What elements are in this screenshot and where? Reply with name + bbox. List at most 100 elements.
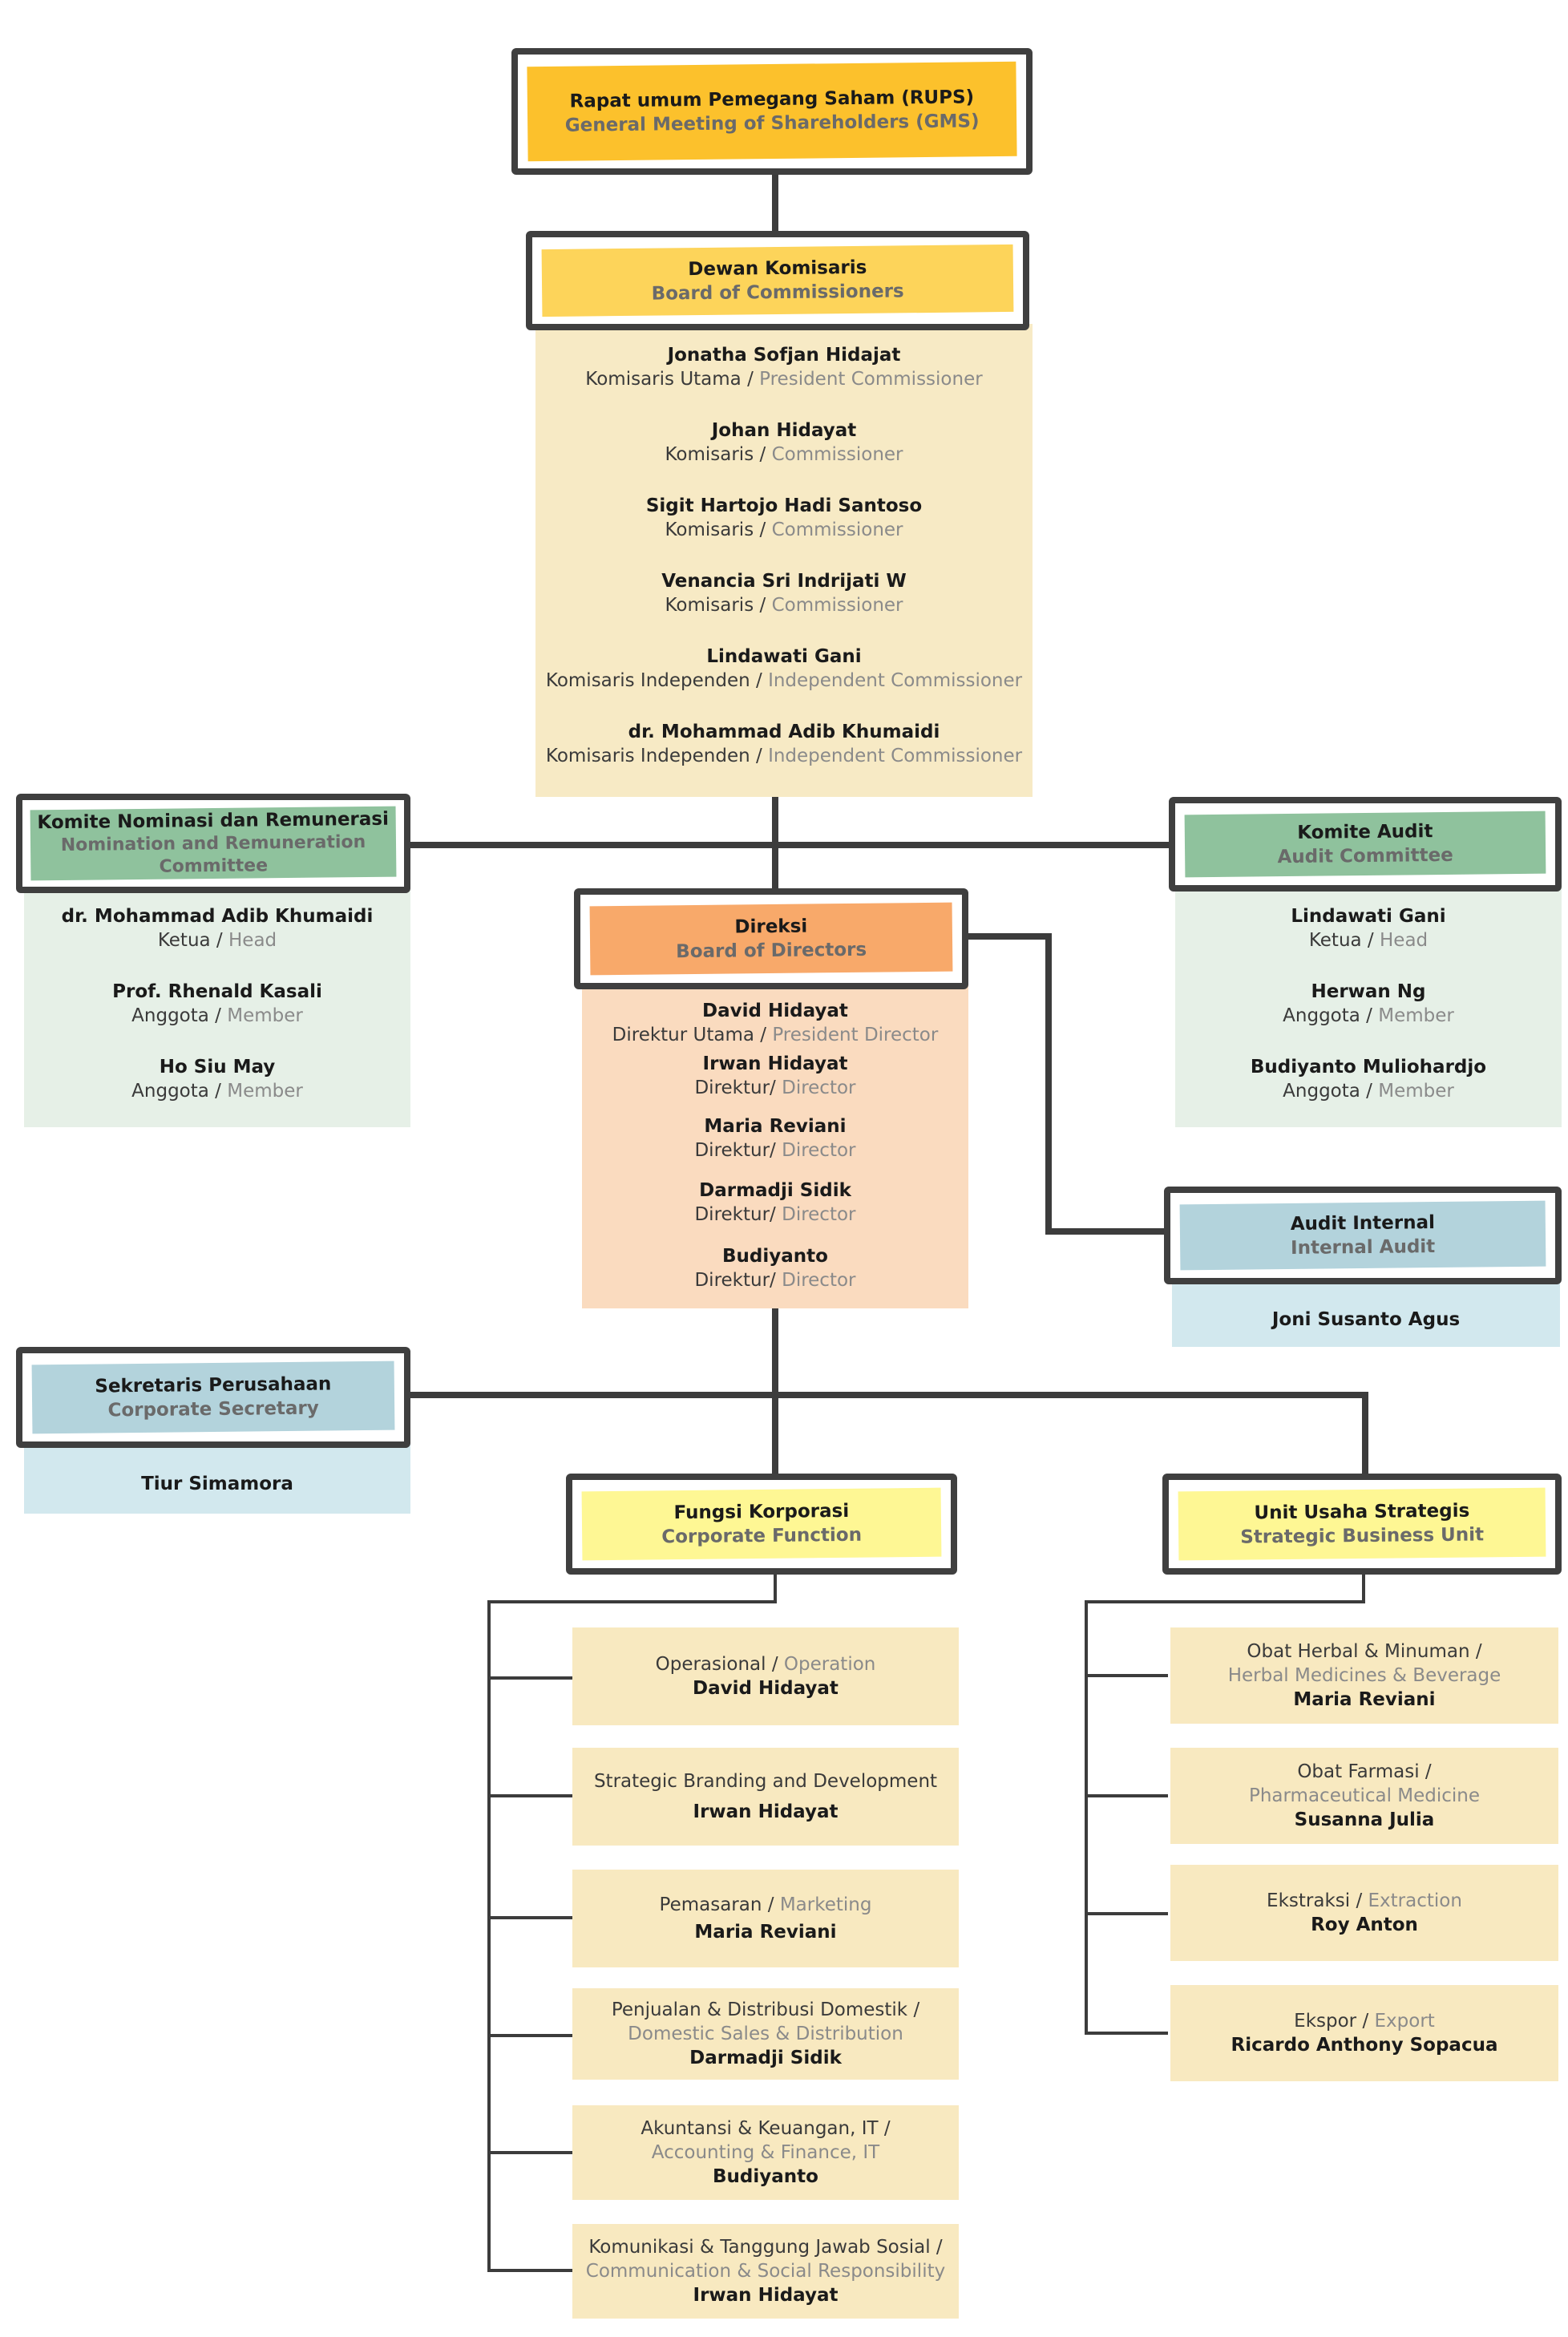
member-name: Irwan Hidayat xyxy=(702,1053,848,1074)
sbu-card-herbal: Obat Herbal & Minuman / Herbal Medicines… xyxy=(1170,1627,1558,1724)
corporate-function-subtitle: Corporate Function xyxy=(661,1524,863,1548)
card-person: Budiyanto xyxy=(713,2166,818,2187)
internal-audit-box: Audit Internal Internal Audit xyxy=(1164,1187,1562,1284)
corp-secretary-title: Sekretaris Perusahaan xyxy=(95,1373,332,1397)
audit-committee-panel: Lindawati Gani Ketua / Head Herwan Ng An… xyxy=(1175,885,1562,1127)
boc-member: Lindawati Gani Komisaris Independen / In… xyxy=(535,645,1033,693)
corp-secretary-panel: Tiur Simamora xyxy=(24,1438,410,1514)
boc-title: Dewan Komisaris xyxy=(688,257,867,281)
nomination-title: Komite Nominasi dan Remunerasi xyxy=(37,808,390,834)
card-person: David Hidayat xyxy=(693,1678,839,1699)
sbu-card-extraction: Ekstraksi / Extraction Roy Anton xyxy=(1170,1865,1558,1961)
boc-member: dr. Mohammad Adib Khumaidi Komisaris Ind… xyxy=(535,720,1033,768)
card-label: Strategic Branding and Development xyxy=(593,1771,938,1792)
director-member: Irwan Hidayat Direktur/ Director xyxy=(582,1052,968,1100)
connector-directors-internal-audit-h2 xyxy=(1045,1228,1164,1235)
connector-gms-boc xyxy=(772,170,778,237)
connector-cf-branch xyxy=(487,1794,572,1797)
member-name: Ho Siu May xyxy=(159,1057,276,1078)
member-role: Anggota / Member xyxy=(1283,1005,1454,1026)
internal-audit-header: Audit Internal Internal Audit xyxy=(1179,1200,1546,1271)
card-person: Maria Reviani xyxy=(1293,1689,1436,1710)
audit-committee-member: Budiyanto Muliohardjo Anggota / Member xyxy=(1175,1055,1562,1103)
cf-card-operation: Operasional / Operation David Hidayat xyxy=(572,1627,959,1725)
connector-sbu-stub xyxy=(1362,1571,1365,1603)
card-label: Komunikasi & Tanggung Jawab Sosial / xyxy=(588,2237,943,2258)
audit-committee-member: Lindawati Gani Ketua / Head xyxy=(1175,904,1562,952)
member-name: dr. Mohammad Adib Khumaidi xyxy=(61,906,374,927)
gms-box: Rapat umum Pemegang Saham (RUPS) General… xyxy=(511,48,1033,175)
member-role: Komisaris Independen / Independent Commi… xyxy=(545,746,1023,766)
sbu-title: Unit Usaha Strategis xyxy=(1254,1500,1470,1524)
directors-box: Direksi Board of Directors xyxy=(574,888,968,989)
connector-cf-branch xyxy=(487,2151,572,2154)
corp-secretary-header: Sekretaris Perusahaan Corporate Secretar… xyxy=(31,1361,395,1434)
internal-audit-subtitle: Internal Audit xyxy=(1290,1236,1436,1259)
member-name: Sigit Hartojo Hadi Santoso xyxy=(645,495,923,516)
member-role: Anggota / Member xyxy=(131,1081,303,1102)
member-name: Johan Hidayat xyxy=(711,420,857,441)
member-role: Komisaris Utama / President Commissioner xyxy=(585,369,983,390)
card-person: Maria Reviani xyxy=(694,1922,837,1943)
boc-header: Dewan Komisaris Board of Commissioners xyxy=(541,244,1014,317)
audit-committee-box: Komite Audit Audit Committee xyxy=(1169,797,1562,892)
connector-cf-branch xyxy=(487,2034,572,2037)
audit-committee-subtitle: Audit Committee xyxy=(1277,844,1453,868)
director-member: Darmadji Sidik Direktur/ Director xyxy=(582,1179,968,1227)
cf-card-domestic-sales: Penjualan & Distribusi Domestik / Domest… xyxy=(572,1988,959,2080)
boc-member: Jonatha Sofjan Hidajat Komisaris Utama /… xyxy=(535,343,1033,391)
boc-member: Johan Hidayat Komisaris / Commissioner xyxy=(535,418,1033,467)
gms-header: Rapat umum Pemegang Saham (RUPS) General… xyxy=(527,61,1017,162)
sbu-card-pharma: Obat Farmasi / Pharmaceutical Medicine S… xyxy=(1170,1748,1558,1844)
corporate-function-header: Fungsi Korporasi Corporate Function xyxy=(581,1487,942,1561)
card-label: Obat Farmasi / xyxy=(1297,1761,1432,1782)
member-name: Lindawati Gani xyxy=(1291,906,1446,927)
card-person: Irwan Hidayat xyxy=(693,2285,839,2306)
boc-member: Sigit Hartojo Hadi Santoso Komisaris / C… xyxy=(535,494,1033,542)
connector-cf-trunk xyxy=(487,1600,491,2272)
nomination-box: Komite Nominasi dan Remunerasi Nominatio… xyxy=(16,794,410,893)
sbu-card-export: Ekspor / Export Ricardo Anthony Sopacua xyxy=(1170,1985,1558,2081)
member-role: Komisaris / Commissioner xyxy=(665,444,903,465)
connector-sbu-branch xyxy=(1085,2032,1168,2035)
boc-member: Venancia Sri Indrijati W Komisaris / Com… xyxy=(535,569,1033,617)
card-label: Obat Herbal & Minuman / xyxy=(1247,1641,1482,1662)
member-role: Komisaris / Commissioner xyxy=(665,595,903,616)
member-name: Budiyanto xyxy=(722,1246,828,1267)
connector-cf-branch xyxy=(487,1916,572,1919)
cf-card-marketing: Pemasaran / Marketing Maria Reviani xyxy=(572,1870,959,1967)
directors-header: Direksi Board of Directors xyxy=(589,902,953,976)
directors-title: Direksi xyxy=(734,916,808,938)
card-person: Ricardo Anthony Sopacua xyxy=(1231,2035,1498,2056)
gms-subtitle: General Meeting of Shareholders (GMS) xyxy=(564,111,980,136)
nomination-panel: dr. Mohammad Adib Khumaidi Ketua / Head … xyxy=(24,885,410,1127)
card-label-en: Communication & Social Responsibility xyxy=(585,2261,946,2282)
nomination-member: Prof. Rhenald Kasali Anggota / Member xyxy=(24,980,410,1028)
card-person: Irwan Hidayat xyxy=(693,1801,839,1822)
connector-cf-stub xyxy=(774,1571,777,1603)
cf-card-branding: Strategic Branding and Development Irwan… xyxy=(572,1748,959,1846)
member-name: Prof. Rhenald Kasali xyxy=(112,981,322,1002)
audit-committee-member: Herwan Ng Anggota / Member xyxy=(1175,980,1562,1028)
member-role: Anggota / Member xyxy=(1283,1081,1454,1102)
connector-sbu-branch xyxy=(1085,1912,1168,1915)
connector-sbu-h xyxy=(1085,1600,1365,1603)
corp-secretary-person: Tiur Simamora xyxy=(141,1474,293,1494)
audit-committee-header: Komite Audit Audit Committee xyxy=(1184,811,1546,878)
member-role: Ketua / Head xyxy=(1308,930,1429,951)
card-person: Roy Anton xyxy=(1311,1914,1418,1935)
card-label: Akuntansi & Keuangan, IT / xyxy=(641,2118,891,2139)
member-name: Maria Reviani xyxy=(704,1116,847,1137)
member-role: Anggota / Member xyxy=(131,1005,303,1026)
card-label-en: Herbal Medicines & Beverage xyxy=(1227,1665,1501,1686)
audit-committee-title: Komite Audit xyxy=(1297,821,1433,843)
member-name: Lindawati Gani xyxy=(706,646,862,667)
card-label: Pemasaran / Marketing xyxy=(659,1894,872,1915)
card-person: Susanna Julia xyxy=(1294,1809,1435,1830)
cf-card-accounting: Akuntansi & Keuangan, IT / Accounting & … xyxy=(572,2105,959,2200)
member-name: Jonatha Sofjan Hidajat xyxy=(667,345,901,366)
nomination-header: Komite Nominasi dan Remunerasi Nominatio… xyxy=(30,806,397,881)
cf-card-communication: Komunikasi & Tanggung Jawab Sosial / Com… xyxy=(572,2224,959,2319)
member-name: Venancia Sri Indrijati W xyxy=(661,571,907,592)
connector-sbu-branch xyxy=(1085,1794,1168,1797)
